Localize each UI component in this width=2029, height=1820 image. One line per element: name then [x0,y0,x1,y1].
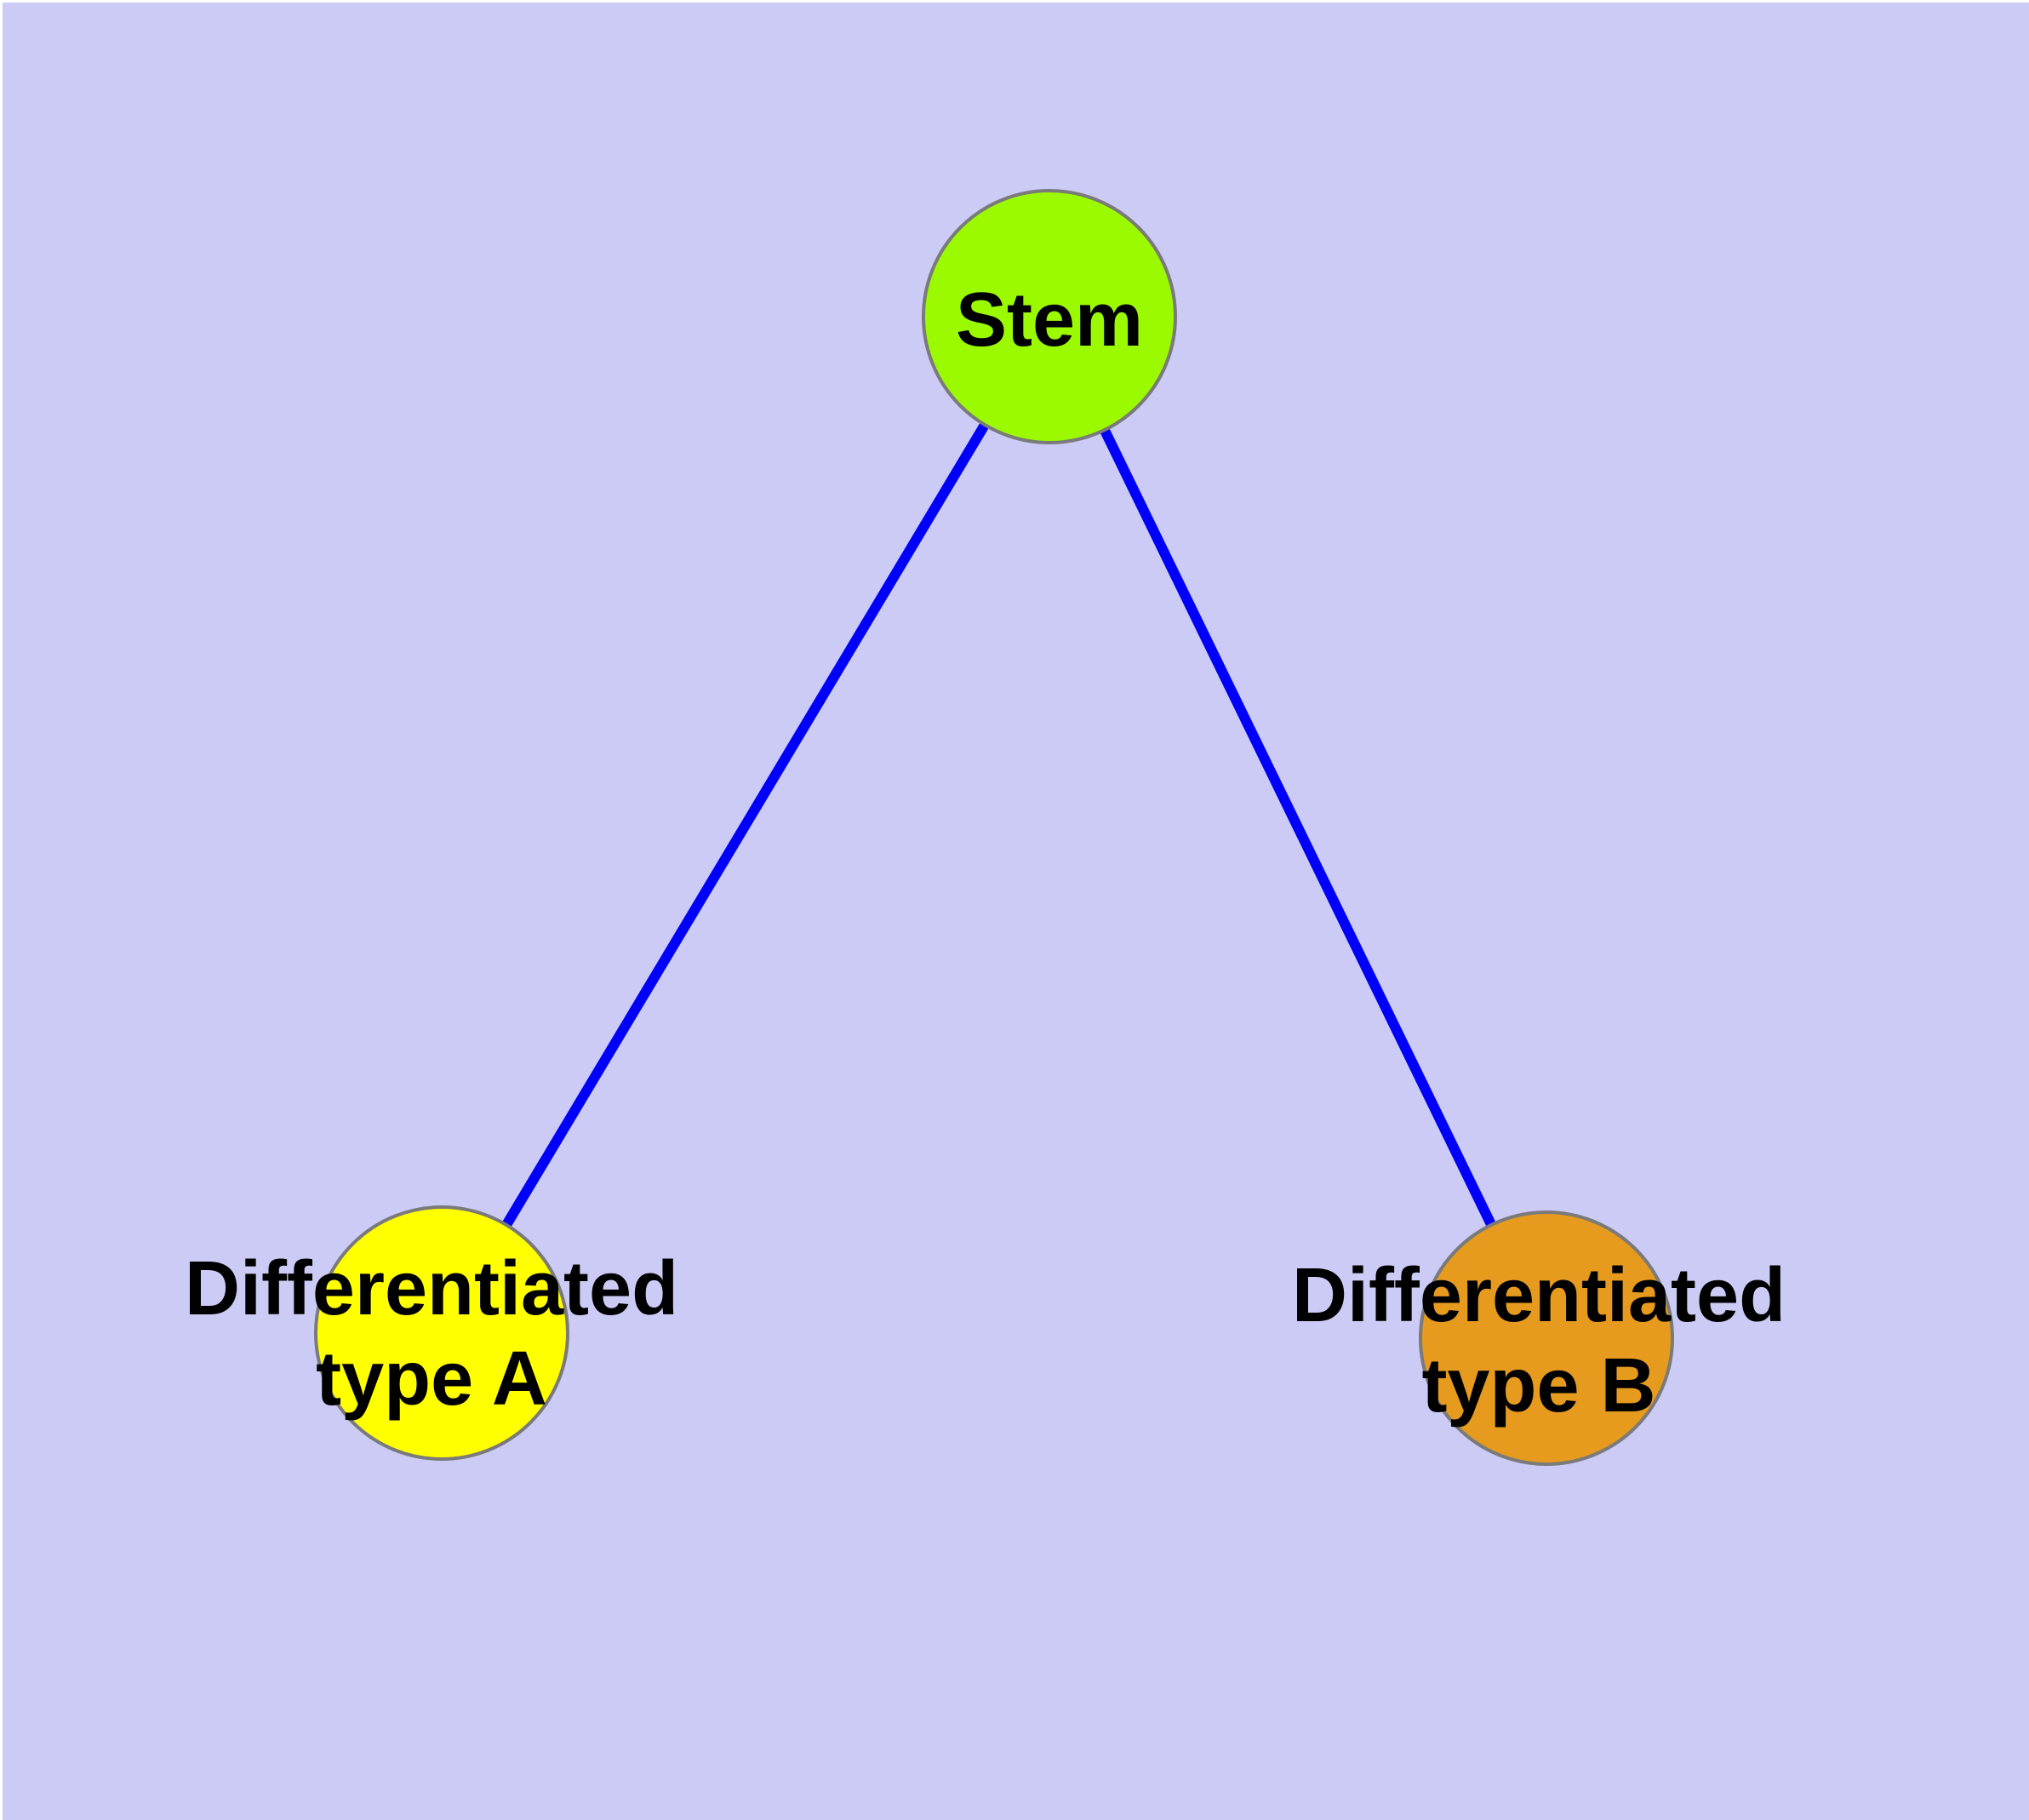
node-type-b-label-line2: type B [1421,1343,1656,1428]
node-differentiated-type-b [1419,1210,1674,1466]
node-type-b-label-line1: Differentiated [1291,1253,1786,1338]
node-differentiated-type-a [314,1205,569,1461]
node-type-a-label-line1: Differentiated [184,1246,679,1331]
node-stem-label: Stem [956,275,1143,365]
node-type-a-label-line2: type A [316,1336,547,1422]
edge-stem-to-type-b [1044,314,1552,1341]
node-stem [922,189,1177,444]
node-type-b-label: Differentiated type B [1292,1251,1786,1431]
node-stem-label-text: Stem [955,278,1144,363]
node-type-a-label: Differentiated type A [185,1244,678,1424]
edge-stem-to-type-a [437,313,1055,1336]
